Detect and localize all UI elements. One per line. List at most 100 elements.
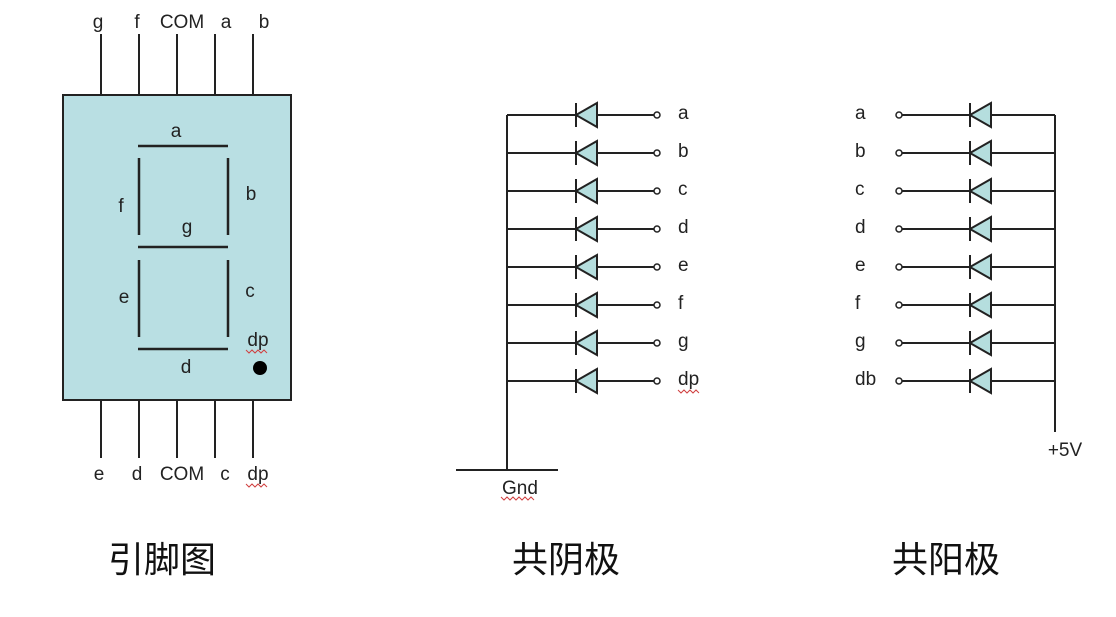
spellcheck-underline [677, 389, 700, 394]
terminal-icon [895, 301, 903, 309]
decimal-point [253, 361, 267, 375]
diode-icon [967, 291, 992, 319]
cathode-diode-row: b [507, 139, 689, 167]
anode-diode-row: g [855, 329, 1055, 357]
diode-icon [573, 329, 598, 357]
cathode-diode-row: dp [507, 367, 700, 395]
diode-icon [967, 177, 992, 205]
terminal-label: a [678, 103, 689, 124]
pin-label-top-3: COM [160, 12, 204, 33]
terminal-label: d [855, 217, 866, 238]
segment-label-e: e [119, 287, 130, 308]
cathode-diode-row: f [507, 291, 684, 319]
diode-icon [967, 329, 992, 357]
terminal-icon [653, 111, 661, 119]
terminal-label: g [855, 331, 866, 352]
diode-icon [573, 253, 598, 281]
terminal-icon [895, 339, 903, 347]
terminal-label: f [855, 293, 861, 314]
terminal-icon [653, 187, 661, 195]
diode-icon [573, 101, 598, 129]
diode-icon [573, 139, 598, 167]
terminal-label: e [855, 255, 866, 276]
terminal-icon [653, 225, 661, 233]
terminal-icon [653, 263, 661, 271]
pin-label-top-5: b [259, 12, 270, 33]
diode-icon [967, 101, 992, 129]
terminal-label: d [678, 217, 689, 238]
terminal-icon [653, 377, 661, 385]
anode-diode-row: a [855, 101, 1055, 129]
terminal-icon [653, 149, 661, 157]
spellcheck-underline [500, 496, 535, 501]
terminal-icon [895, 111, 903, 119]
terminal-icon [895, 149, 903, 157]
terminal-icon [895, 225, 903, 233]
pin-label-bottom-5: dp [247, 464, 268, 485]
cathode-diode-row: c [507, 177, 688, 205]
segment-label-c: c [245, 281, 255, 302]
terminal-label: db [855, 369, 876, 390]
terminal-icon [653, 301, 661, 309]
terminal-label: c [855, 179, 865, 200]
pinout-caption: 引脚图 [108, 540, 216, 581]
terminal-icon [895, 377, 903, 385]
bottom-pin-lines [100, 400, 254, 458]
anode-diode-row: b [855, 139, 1055, 167]
diode-icon [967, 215, 992, 243]
segment-label-g: g [182, 217, 193, 238]
pin-label-top-1: g [93, 12, 104, 33]
pinout-diagram: g f COM a b e d COM c dp [62, 12, 292, 581]
anode-diode-row: db [855, 367, 1055, 395]
pin-label-top-4: a [221, 12, 232, 33]
segment-label-b: b [246, 184, 257, 205]
pin-label-bottom-2: d [132, 464, 143, 485]
pin-label-bottom-4: c [220, 464, 230, 485]
top-pin-lines [100, 34, 254, 95]
pin-label-bottom-1: e [94, 464, 105, 485]
cathode-diode-row: g [507, 329, 689, 357]
terminal-label: dp [678, 369, 699, 390]
terminal-icon [895, 263, 903, 271]
anode-diode-row: d [855, 215, 1055, 243]
terminal-label: b [855, 141, 866, 162]
terminal-icon [653, 339, 661, 347]
pin-label-top-2: f [134, 12, 140, 33]
diode-icon [967, 367, 992, 395]
terminal-label: f [678, 293, 684, 314]
diode-icon [573, 367, 598, 395]
cathode-diode-row: a [507, 101, 689, 129]
terminal-label: e [678, 255, 689, 276]
common-cathode-caption: 共阴极 [512, 540, 620, 581]
cathode-diode-row: e [507, 253, 689, 281]
seven-segment-display: a b c d e f g dp [118, 121, 268, 378]
terminal-icon [895, 187, 903, 195]
bottom-pin-labels: e d COM c dp [94, 464, 269, 488]
terminal-label: b [678, 141, 689, 162]
diode-icon [573, 291, 598, 319]
spellcheck-underline [245, 349, 268, 354]
terminal-label: c [678, 179, 688, 200]
anode-diode-row: c [855, 177, 1055, 205]
diode-icon [573, 177, 598, 205]
diode-icon [573, 215, 598, 243]
pin-label-bottom-3: COM [160, 464, 204, 485]
diode-icon [967, 253, 992, 281]
segment-label-dp: dp [247, 330, 268, 351]
terminal-label: g [678, 331, 689, 352]
segment-label-a: a [171, 121, 182, 142]
top-pin-labels: g f COM a b [93, 12, 270, 33]
anode-diode-row: e [855, 253, 1055, 281]
common-anode-caption: 共阳极 [892, 540, 1000, 581]
segment-label-d: d [181, 357, 192, 378]
anode-diode-row: f [855, 291, 1055, 319]
ground-label: Gnd [502, 478, 538, 499]
spellcheck-underline [245, 483, 268, 488]
segment-label-f: f [118, 196, 124, 217]
diode-icon [967, 139, 992, 167]
cathode-diode-row: d [507, 215, 689, 243]
